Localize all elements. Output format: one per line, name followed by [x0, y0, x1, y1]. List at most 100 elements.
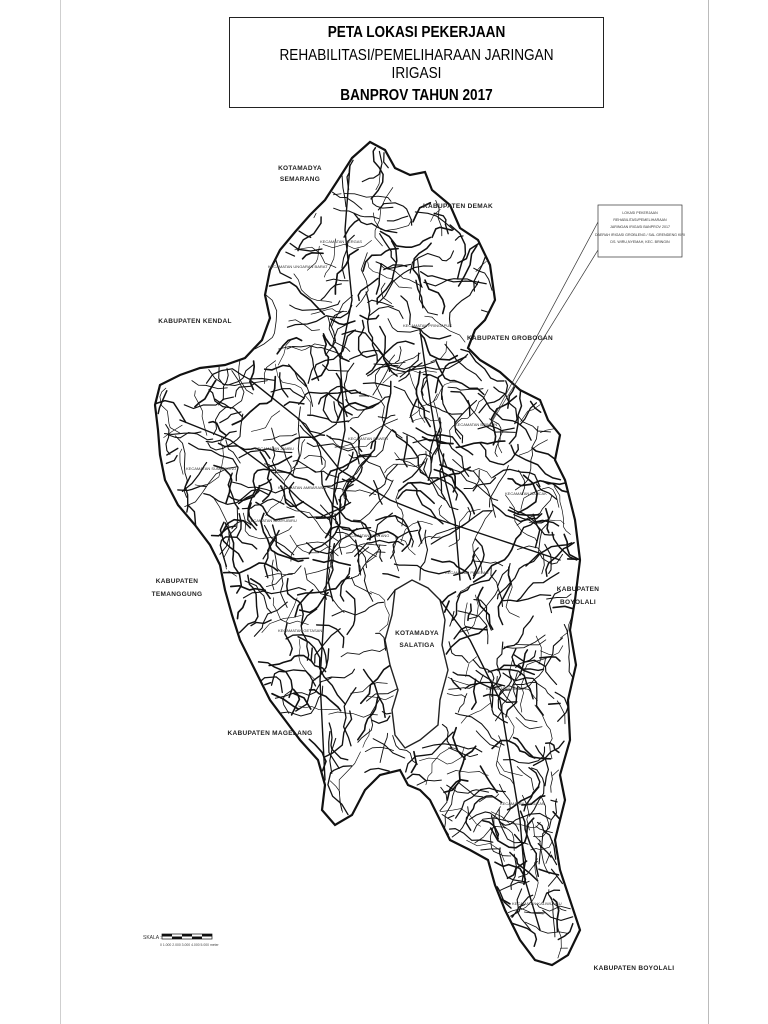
label-kotamadya-salatiga-1: KOTAMADYA	[395, 630, 439, 637]
network-segment	[420, 374, 430, 396]
network-segment	[550, 854, 558, 866]
network-segment	[345, 543, 387, 554]
right-edge-line	[708, 0, 709, 1024]
network-segment	[536, 821, 557, 860]
kec-label-suruh: KECAMATAN SURUH	[486, 686, 526, 691]
network-segment	[497, 566, 512, 626]
network-segment	[473, 256, 486, 292]
network-segment	[443, 600, 450, 613]
network-segment	[492, 468, 541, 488]
network-segment	[368, 305, 404, 319]
kec-label-banyubiru: KECAMATAN BANYUBIRU	[248, 518, 297, 523]
network-segment	[208, 369, 268, 386]
network-segment	[298, 639, 316, 681]
network-segment	[397, 489, 435, 505]
network-segment	[322, 385, 362, 421]
network-segment	[357, 319, 377, 359]
network-segment	[539, 428, 555, 433]
title-line-3: BANPROV TAHUN 2017	[340, 87, 493, 104]
network-segment	[459, 782, 484, 798]
kecamatan-labels: KECAMATAN UNGARAN BARAT KECAMATAN BERGAS…	[186, 239, 562, 906]
network-segment	[473, 599, 492, 631]
network-segment	[334, 248, 359, 295]
network-segment	[214, 398, 231, 409]
network-segment	[546, 593, 572, 600]
network-segment	[271, 446, 277, 474]
network-segment	[227, 478, 272, 502]
network-segment	[456, 586, 469, 598]
network-segment	[542, 909, 574, 921]
network-segment	[439, 808, 481, 827]
network-segment	[548, 590, 561, 614]
network-segment	[331, 191, 363, 210]
network-segment	[322, 364, 349, 372]
network-segment	[191, 380, 228, 390]
kec-label-bergas: KECAMATAN BERGAS	[320, 239, 362, 244]
label-kabupaten-boyolali-east-2: BOYOLALI	[560, 599, 596, 606]
network-segment	[415, 427, 474, 456]
network-segment	[472, 560, 504, 567]
network-segment	[451, 569, 497, 622]
network-segment	[271, 524, 310, 560]
network-segment	[297, 401, 339, 435]
network-segment	[358, 440, 393, 482]
left-margin-strip	[0, 0, 61, 1024]
network-segment	[323, 238, 336, 278]
kec-label-sumowono: KECAMATAN SUMOWONO	[186, 466, 236, 471]
network-segment	[538, 798, 558, 865]
network-segment	[424, 315, 466, 343]
network-segment	[514, 425, 539, 491]
network-segment	[263, 529, 280, 579]
kec-label-bawen: KECAMATAN BAWEN	[348, 436, 388, 441]
network-segment	[516, 545, 545, 575]
network-segment	[304, 567, 345, 613]
network-segment	[539, 656, 561, 662]
network-segment	[457, 693, 468, 713]
network-segment	[545, 507, 550, 534]
network-segment	[167, 432, 214, 441]
network-segment	[513, 654, 547, 668]
network-segment	[288, 481, 298, 508]
network-segment	[520, 487, 560, 510]
network-segment	[366, 544, 381, 563]
network-segment	[563, 533, 580, 561]
network-segment	[293, 273, 333, 303]
network-segment	[379, 264, 423, 288]
network-segment	[353, 212, 398, 234]
network-segment	[520, 858, 539, 911]
network-segment	[292, 692, 312, 710]
network-segment	[238, 574, 259, 634]
network-segment	[326, 434, 360, 465]
network-segment	[332, 505, 372, 541]
network-segment	[250, 619, 272, 627]
network-segment	[402, 432, 433, 454]
network-segment	[475, 730, 499, 748]
network-segment	[416, 779, 442, 786]
network-segment	[265, 471, 285, 517]
network-segment	[333, 207, 380, 220]
network-segment	[370, 591, 390, 632]
network-segment	[332, 193, 342, 196]
network-segment	[438, 421, 452, 471]
network-segment	[300, 608, 318, 661]
network-segment	[317, 389, 370, 405]
network-segment	[313, 329, 356, 382]
network-segment	[366, 688, 398, 702]
network-segment	[552, 898, 560, 933]
network-segment	[163, 424, 183, 438]
network-segment	[394, 345, 402, 364]
kec-label-bancak: KECAMATAN BANCAK	[505, 491, 547, 496]
network-segment	[454, 712, 505, 746]
network-segment	[362, 668, 386, 719]
label-kabupaten-temanggung-1: KABUPATEN	[156, 578, 199, 585]
network-segment	[552, 769, 559, 776]
network-segment	[430, 341, 448, 363]
kec-label-ungaran: KECAMATAN UNGARAN BARAT	[268, 264, 328, 269]
network-segment	[364, 746, 394, 753]
network-segment	[374, 187, 394, 247]
network-segment	[268, 281, 326, 316]
network-segment	[357, 277, 379, 302]
network-segment	[507, 657, 546, 690]
network-segment	[217, 442, 271, 460]
network-segment	[286, 506, 339, 542]
